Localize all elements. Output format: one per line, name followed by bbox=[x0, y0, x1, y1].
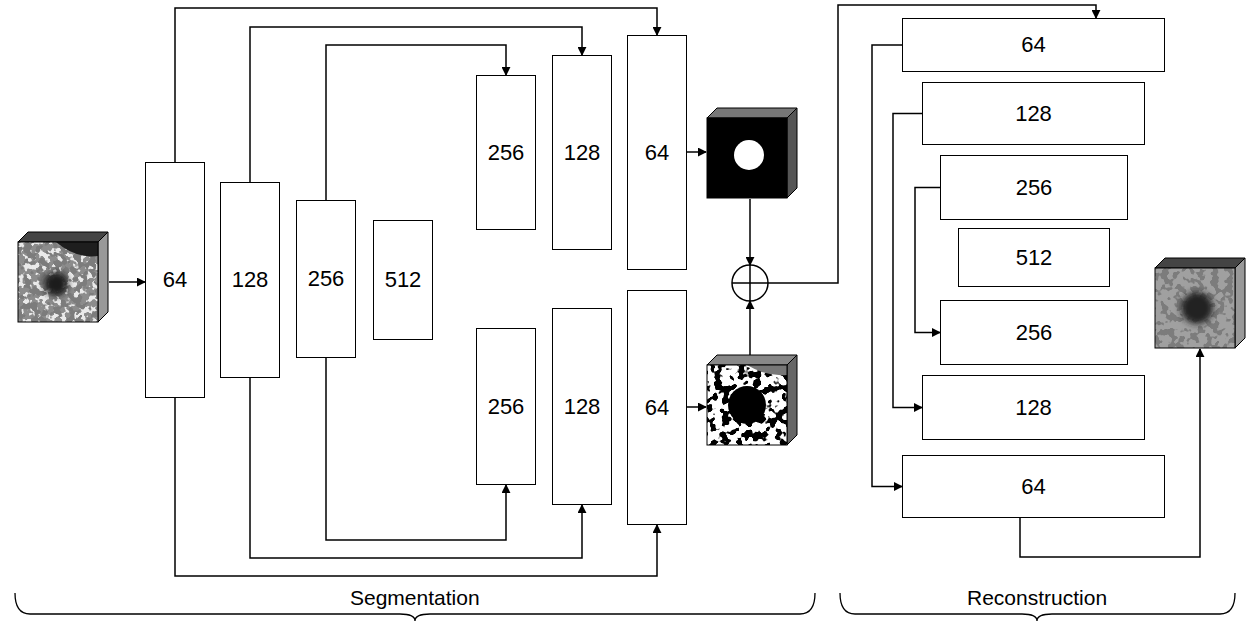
decoder-block: 256 bbox=[476, 328, 536, 485]
input-image-cube bbox=[18, 232, 108, 322]
image-texture bbox=[707, 365, 787, 445]
bottleneck-block: 512 bbox=[373, 220, 433, 340]
reconstruction-block: 128 bbox=[922, 82, 1145, 145]
cube-side bbox=[787, 108, 797, 198]
encoder-block: 256 bbox=[296, 200, 356, 358]
channel-count: 256 bbox=[488, 140, 525, 166]
encoder-block: 128 bbox=[220, 182, 280, 378]
data-flow-arrows bbox=[109, 5, 1200, 557]
channel-count: 64 bbox=[1021, 32, 1045, 58]
decoder-block: 64 bbox=[627, 35, 687, 270]
channel-count: 256 bbox=[488, 394, 525, 420]
mask-image-cube bbox=[707, 108, 797, 198]
flow-arrow bbox=[109, 281, 145, 283]
mask-blob bbox=[734, 140, 764, 170]
cube-top bbox=[707, 108, 797, 118]
image-ground bbox=[1155, 268, 1235, 348]
skip-connection bbox=[915, 188, 940, 333]
decoder-block: 128 bbox=[552, 55, 612, 250]
reconstruction-block: 256 bbox=[940, 300, 1128, 365]
image-texture bbox=[1155, 268, 1235, 348]
reconstruction-block: 64 bbox=[902, 455, 1165, 518]
flow-arrow bbox=[749, 301, 751, 355]
decoder-block: 128 bbox=[552, 308, 612, 505]
section-label: Segmentation bbox=[350, 586, 480, 610]
cube-top bbox=[707, 355, 797, 365]
output-image-cube bbox=[1155, 258, 1245, 348]
cube-top bbox=[18, 232, 108, 242]
channel-count: 64 bbox=[645, 140, 669, 166]
lesion-spot bbox=[1181, 292, 1213, 324]
flow-arrow bbox=[687, 406, 706, 408]
image-ground bbox=[707, 118, 787, 198]
channel-count: 64 bbox=[645, 395, 669, 421]
flow-arrow bbox=[749, 199, 751, 265]
decoder-block: 256 bbox=[476, 75, 536, 230]
reconstruction-block: 128 bbox=[922, 375, 1145, 440]
channel-count: 512 bbox=[385, 267, 422, 293]
image-region bbox=[56, 242, 98, 256]
decoder-block: 64 bbox=[627, 290, 687, 525]
image-ground bbox=[18, 242, 98, 322]
reconstruction-block: 256 bbox=[940, 155, 1128, 220]
image-region bbox=[747, 365, 787, 375]
image-texture bbox=[18, 242, 98, 322]
flow-arrow bbox=[687, 151, 706, 153]
skip-connection bbox=[893, 114, 922, 408]
channel-count: 128 bbox=[564, 140, 601, 166]
reconstruction-block: 64 bbox=[902, 18, 1165, 72]
channel-count: 256 bbox=[1016, 175, 1053, 201]
channel-count: 512 bbox=[1016, 245, 1053, 271]
channel-count: 256 bbox=[308, 266, 345, 292]
cube-side bbox=[787, 355, 797, 445]
image-texture bbox=[18, 242, 98, 322]
channel-count: 128 bbox=[1015, 395, 1052, 421]
background-image-cube bbox=[707, 355, 797, 445]
skip-connection bbox=[872, 45, 902, 487]
lesion-spot bbox=[44, 272, 68, 296]
lesion-hole bbox=[728, 386, 766, 424]
section-label: Reconstruction bbox=[967, 586, 1107, 610]
channel-count: 256 bbox=[1016, 320, 1053, 346]
channel-count: 64 bbox=[163, 267, 187, 293]
reconstruction-block: 512 bbox=[958, 228, 1110, 287]
encoder-block: 64 bbox=[145, 162, 205, 398]
sum-symbol bbox=[732, 265, 768, 301]
channel-count: 128 bbox=[564, 394, 601, 420]
cube-side bbox=[1235, 258, 1245, 348]
cube-side bbox=[98, 232, 108, 322]
cube-top bbox=[1155, 258, 1245, 268]
channel-count: 128 bbox=[232, 267, 269, 293]
image-ground bbox=[707, 365, 787, 445]
channel-count: 128 bbox=[1015, 101, 1052, 127]
channel-count: 64 bbox=[1021, 474, 1045, 500]
